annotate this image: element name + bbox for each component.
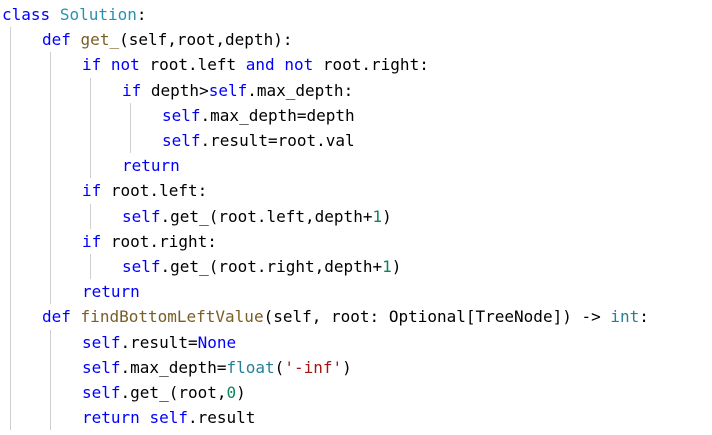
code-token: return: [82, 282, 140, 302]
code-token: 1: [382, 257, 392, 276]
code-token: .get_(root.right,depth+: [160, 257, 383, 276]
indent-guide: [130, 102, 131, 154]
code-token: def: [42, 30, 71, 50]
code-token: get_: [80, 30, 120, 50]
code-token: [275, 55, 285, 74]
code-line[interactable]: if root.right:: [82, 229, 217, 254]
code-token: [71, 307, 81, 326]
code-token: .result: [187, 408, 256, 428]
code-token: ): [236, 383, 246, 402]
code-line[interactable]: self.get_(root.right,depth+1): [122, 254, 401, 279]
code-token: root.right:: [313, 55, 429, 75]
code-token: ): [342, 357, 352, 377]
code-token: self: [122, 257, 161, 276]
code-line[interactable]: self.result=None: [82, 330, 236, 355]
code-token: self: [122, 206, 161, 226]
code-line[interactable]: return self.result: [82, 405, 255, 430]
code-token: findBottomLeftValue: [80, 307, 264, 327]
indent-guide: [50, 52, 51, 305]
code-token: if: [122, 80, 142, 100]
code-token: self: [82, 332, 121, 352]
code-line[interactable]: class Solution:: [2, 2, 147, 27]
code-token: [71, 30, 81, 49]
code-token: .result=root.val: [200, 131, 355, 150]
indent-guide: [90, 254, 91, 280]
code-token: self: [162, 131, 201, 150]
code-token: .get_(root.left,depth+: [160, 206, 373, 226]
code-token: None: [197, 332, 237, 352]
code-line[interactable]: if depth>self.max_depth:: [122, 78, 353, 103]
indent-guide: [50, 329, 51, 431]
code-token: '-inf': [284, 357, 343, 377]
code-line[interactable]: return: [122, 153, 180, 178]
code-token: ): [382, 206, 392, 226]
code-line[interactable]: self.max_depth=float('-inf'): [82, 355, 352, 380]
code-token: and: [245, 55, 275, 75]
code-token: [101, 55, 111, 74]
code-token: ): [391, 257, 402, 276]
code-token: (self,root,depth):: [119, 30, 293, 50]
code-token: return: [82, 408, 140, 428]
code-token: def: [42, 307, 71, 327]
code-token: (: [274, 357, 285, 377]
code-token: :: [639, 307, 649, 327]
code-line[interactable]: self.get_(root,0): [82, 380, 246, 405]
code-line[interactable]: def get_(self,root,depth):: [42, 27, 292, 52]
code-token: .max_depth:: [247, 80, 354, 100]
code-token: 0: [226, 383, 237, 402]
code-token: Solution: [59, 5, 137, 24]
code-token: (self,: [263, 307, 332, 327]
code-token: float: [226, 357, 275, 377]
code-token: : Optional[TreeNode]) ->: [369, 307, 611, 327]
code-line[interactable]: self.result=root.val: [162, 128, 355, 153]
code-token: if: [82, 181, 102, 201]
code-line[interactable]: if root.left:: [82, 178, 207, 203]
code-token: :: [136, 5, 147, 24]
indent-guide: [90, 77, 91, 179]
code-token: root: [331, 307, 370, 327]
code-token: .max_depth=depth: [200, 105, 355, 125]
code-token: if: [82, 231, 102, 251]
code-token: if: [82, 55, 102, 75]
code-line[interactable]: return: [82, 279, 140, 304]
code-token: [140, 408, 150, 427]
code-token: class: [2, 5, 51, 24]
code-token: .max_depth=: [120, 357, 227, 377]
code-token: self: [149, 408, 188, 428]
code-token: root.left:: [101, 181, 208, 201]
code-token: self: [82, 357, 121, 377]
code-token: self: [82, 383, 121, 402]
code-token: self: [208, 80, 248, 100]
code-line[interactable]: self.get_(root.left,depth+1): [122, 204, 392, 229]
code-token: .get_(root,: [120, 383, 227, 402]
code-line[interactable]: if not root.left and not root.right:: [82, 52, 429, 77]
code-token: .result=: [120, 332, 198, 352]
code-token: int: [610, 307, 640, 327]
indent-guide: [90, 203, 91, 229]
code-token: return: [122, 156, 180, 176]
code-token: root.left: [139, 55, 246, 75]
code-line[interactable]: def findBottomLeftValue(self, root: Opti…: [42, 304, 649, 329]
code-token: self: [162, 105, 201, 125]
code-token: root.right:: [101, 231, 217, 251]
code-line[interactable]: self.max_depth=depth: [162, 103, 355, 128]
code-token: [50, 5, 60, 24]
code-token: not: [110, 55, 140, 75]
code-token: 1: [372, 206, 383, 226]
code-token: depth>: [141, 80, 209, 100]
code-token: not: [284, 55, 314, 75]
indent-guide: [10, 27, 11, 431]
